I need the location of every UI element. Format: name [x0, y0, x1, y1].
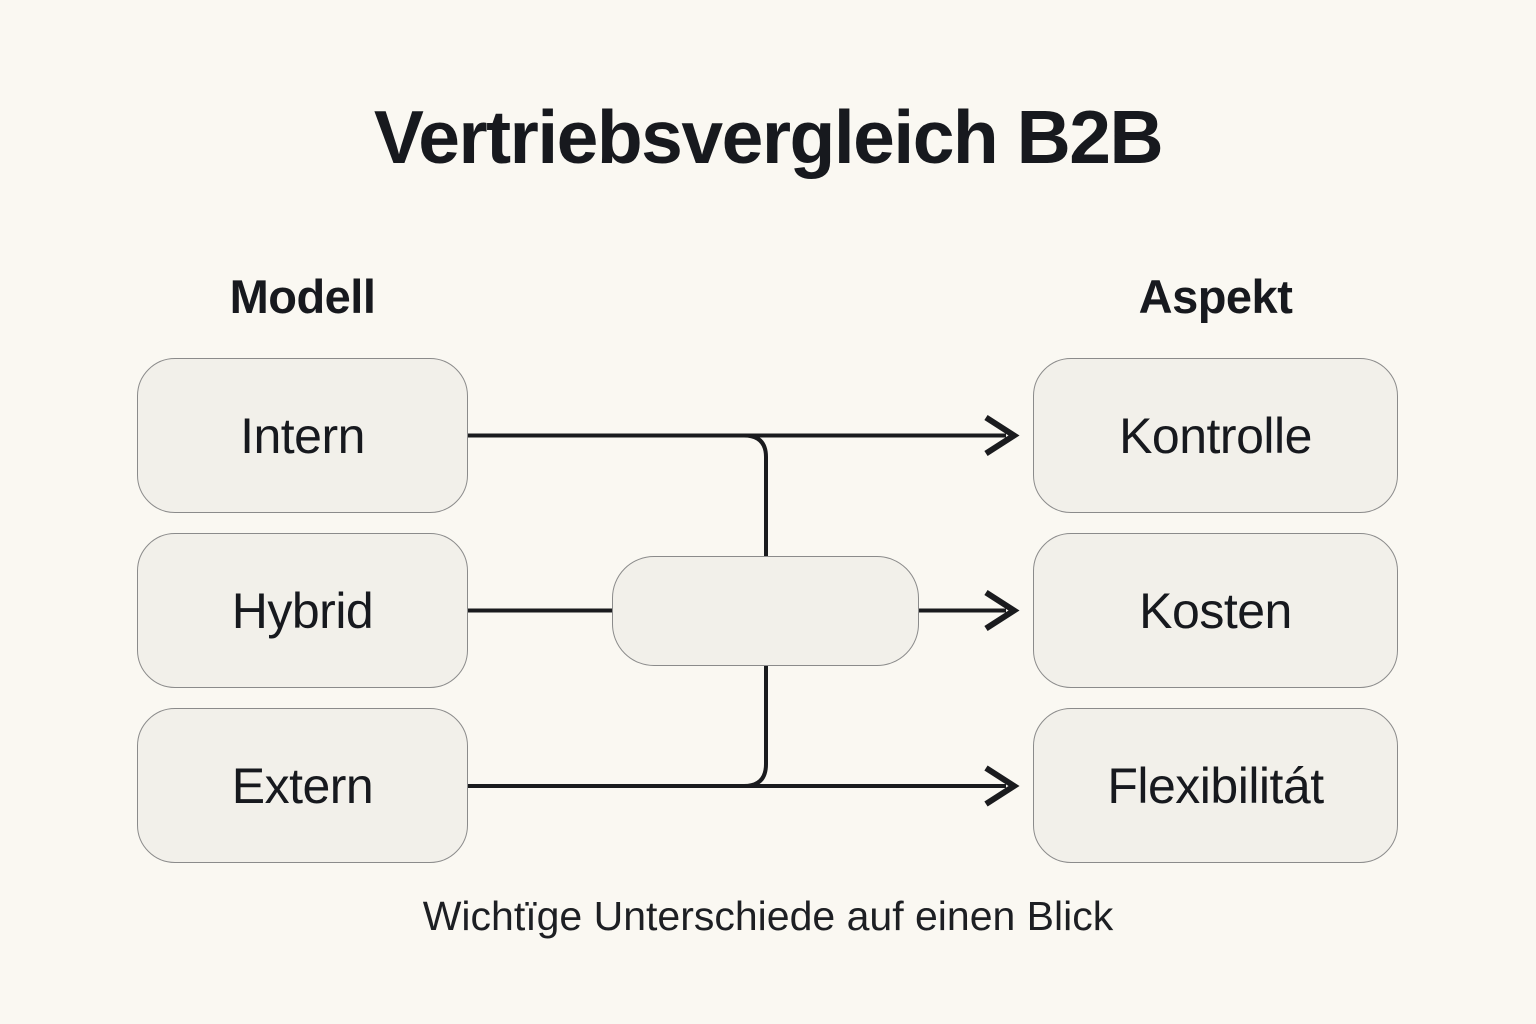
page-subtitle: Wichtïge Unterschiede auf einen Blick [422, 893, 1114, 939]
node-intern: Intern [137, 358, 468, 513]
node-kosten: Kosten [1033, 533, 1398, 688]
arrowhead-icon [984, 589, 1020, 632]
column-header-modell: Modell [229, 269, 376, 323]
arrowhead-icon [984, 765, 1020, 807]
arrowhead-icon [984, 414, 1020, 457]
node-hybrid: Hybrid [137, 533, 468, 688]
node-kontrolle-label: Kontrolle [1119, 407, 1312, 464]
node-extern-label: Extern [231, 757, 374, 814]
connector-junction-extern [743, 662, 768, 788]
node-kosten-label: Kosten [1139, 582, 1292, 639]
connector-intern-junction [743, 433, 768, 560]
node-junction [612, 556, 919, 666]
node-intern-label: Intern [240, 407, 365, 464]
node-kontrolle: Kontrolle [1033, 358, 1398, 513]
node-hybrid-label: Hybrid [231, 582, 374, 639]
node-flexibilitaet-label: Flexibilitát [1107, 757, 1324, 814]
node-flexibilitaet: Flexibilitát [1033, 708, 1398, 863]
node-extern: Extern [137, 708, 468, 863]
page-title: Vertriebsvergleich B2B [373, 95, 1164, 179]
column-header-aspekt: Aspekt [1138, 269, 1293, 323]
